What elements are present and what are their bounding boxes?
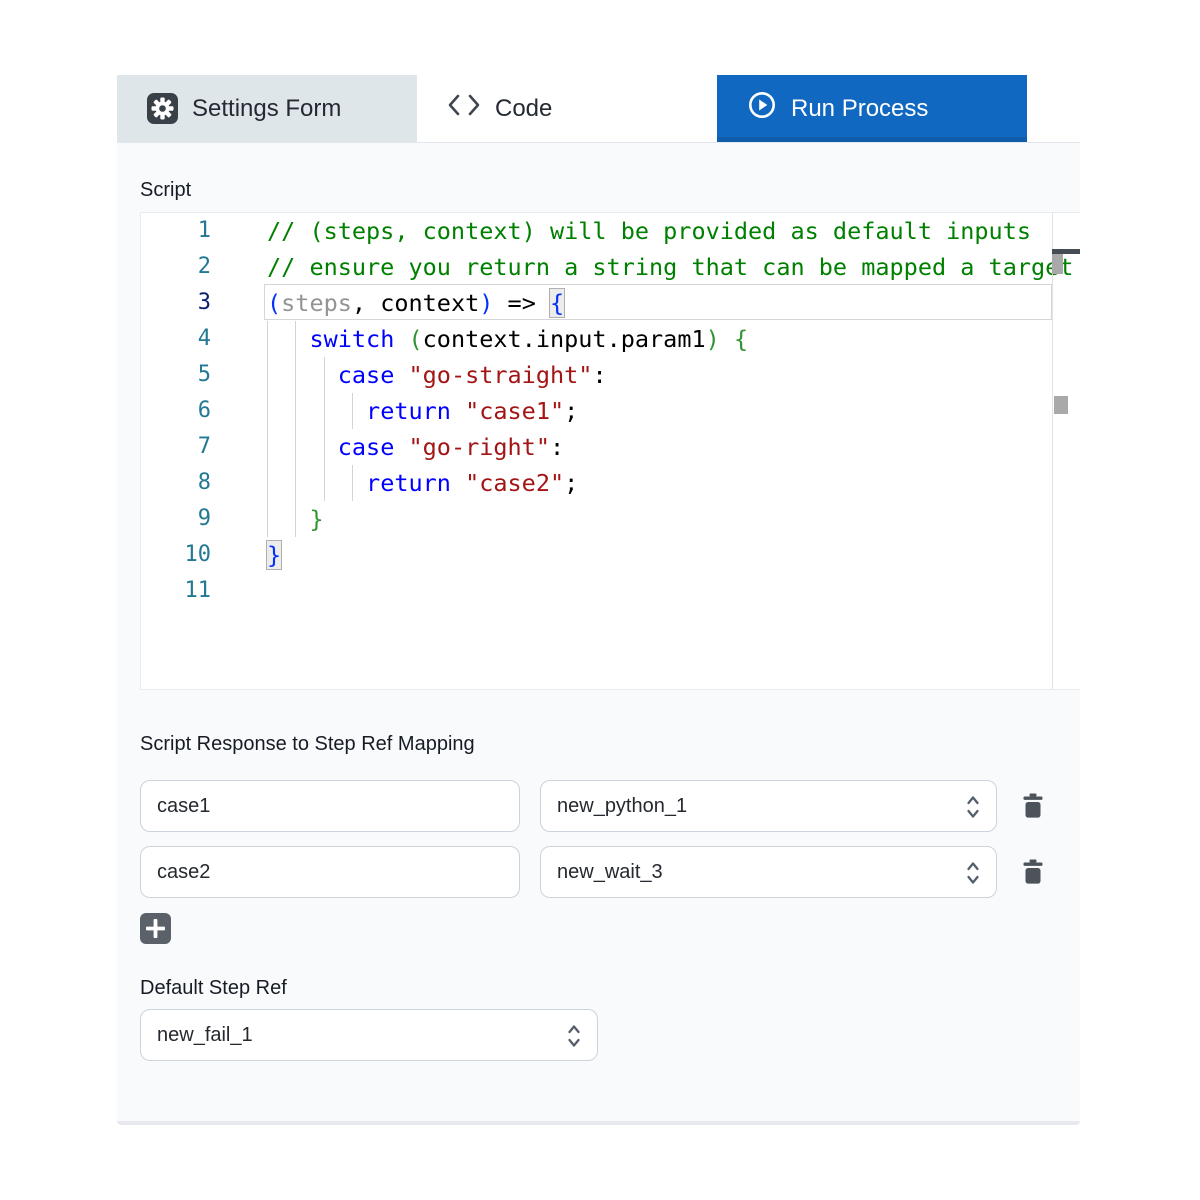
indent-guide (267, 429, 268, 465)
step-ref-select[interactable]: new_wait_3 (540, 846, 997, 898)
indent-guide (351, 465, 353, 501)
code-line[interactable]: 11 (141, 573, 1080, 609)
chevron-up-down-icon (566, 1021, 582, 1057)
code-line[interactable]: 8 return "case2"; (141, 465, 1080, 501)
mapping-section-heading: Script Response to Step Ref Mapping (140, 733, 475, 755)
line-number: 9 (197, 506, 211, 531)
tab-bar: Settings Form Code Run Process (117, 75, 1080, 143)
tab-label: Run Process (791, 94, 929, 122)
line-number: 8 (197, 470, 211, 495)
indent-guide (323, 393, 325, 429)
tab-label: Settings Form (192, 94, 342, 122)
line-number: 3 (197, 290, 211, 315)
line-number: 6 (197, 398, 211, 423)
overview-ruler-cursor-marker (1052, 249, 1080, 254)
indent-guide (295, 393, 297, 429)
step-ref-select[interactable]: new_python_1 (540, 780, 997, 832)
line-number: 10 (184, 542, 212, 567)
code-lines: 1// (steps, context) will be provided as… (141, 213, 1080, 609)
indent-guide (267, 465, 268, 501)
overview-ruler-marker (1054, 396, 1068, 414)
indent-guide (295, 465, 297, 501)
line-number: 4 (197, 326, 211, 351)
default-step-ref-label: Default Step Ref (140, 977, 287, 999)
code-line[interactable]: 5 case "go-straight": (141, 357, 1080, 393)
trash-icon (1023, 859, 1043, 884)
process-config-panel: Settings Form Code Run Process Script 1/… (117, 75, 1080, 1125)
scrollbar-thumb[interactable] (1052, 254, 1063, 274)
script-field-label: Script (140, 179, 192, 201)
tab-code[interactable]: Code (417, 75, 717, 142)
indent-guide (295, 429, 297, 465)
response-input[interactable] (140, 780, 520, 832)
indent-guide (267, 321, 268, 357)
indent-guide (323, 465, 325, 501)
line-number: 1 (197, 218, 211, 243)
indent-guide (323, 357, 325, 393)
chevron-up-down-icon (965, 858, 981, 894)
line-number: 5 (197, 362, 211, 387)
gear-icon (147, 93, 178, 124)
plus-icon (146, 919, 165, 938)
indent-guide (323, 429, 325, 465)
line-number: 7 (197, 434, 211, 459)
indent-guide (267, 501, 268, 537)
line-number: 2 (197, 254, 211, 279)
code-icon (447, 92, 481, 125)
code-line[interactable]: 4 switch (context.input.param1) { (141, 321, 1080, 357)
chevron-up-down-icon (965, 792, 981, 828)
trash-icon (1023, 793, 1043, 818)
code-line[interactable]: 7 case "go-right": (141, 429, 1080, 465)
tab-settings-form[interactable]: Settings Form (117, 75, 417, 142)
step-ref-selected-value: new_python_1 (557, 794, 688, 817)
indent-guide (351, 393, 353, 429)
default-step-ref-select[interactable]: new_fail_1 (140, 1009, 598, 1061)
code-line[interactable]: 6 return "case1"; (141, 393, 1080, 429)
line-number: 11 (184, 578, 212, 603)
indent-guide (295, 501, 297, 537)
indent-guide (295, 321, 297, 357)
delete-row-button[interactable] (1019, 858, 1047, 886)
script-code-editor[interactable]: 1// (steps, context) will be provided as… (140, 212, 1080, 690)
code-line[interactable]: 10} (141, 537, 1080, 573)
tab-label: Code (495, 94, 553, 122)
play-circle-icon (747, 90, 777, 127)
delete-row-button[interactable] (1019, 792, 1047, 820)
code-line[interactable]: 3(steps, context) => { (141, 285, 1080, 321)
response-input[interactable] (140, 846, 520, 898)
indent-guide (295, 357, 297, 393)
code-line[interactable]: 9 } (141, 501, 1080, 537)
step-ref-selected-value: new_wait_3 (557, 860, 663, 883)
code-line[interactable]: 1// (steps, context) will be provided as… (141, 213, 1080, 249)
indent-guide (267, 393, 268, 429)
scrollbar-track-border (1052, 213, 1053, 689)
tab-run-process[interactable]: Run Process (717, 75, 1027, 142)
code-line[interactable]: 2// ensure you return a string that can … (141, 249, 1080, 285)
indent-guide (267, 357, 268, 393)
add-mapping-row-button[interactable] (140, 913, 171, 944)
default-step-selected-value: new_fail_1 (157, 1023, 253, 1046)
